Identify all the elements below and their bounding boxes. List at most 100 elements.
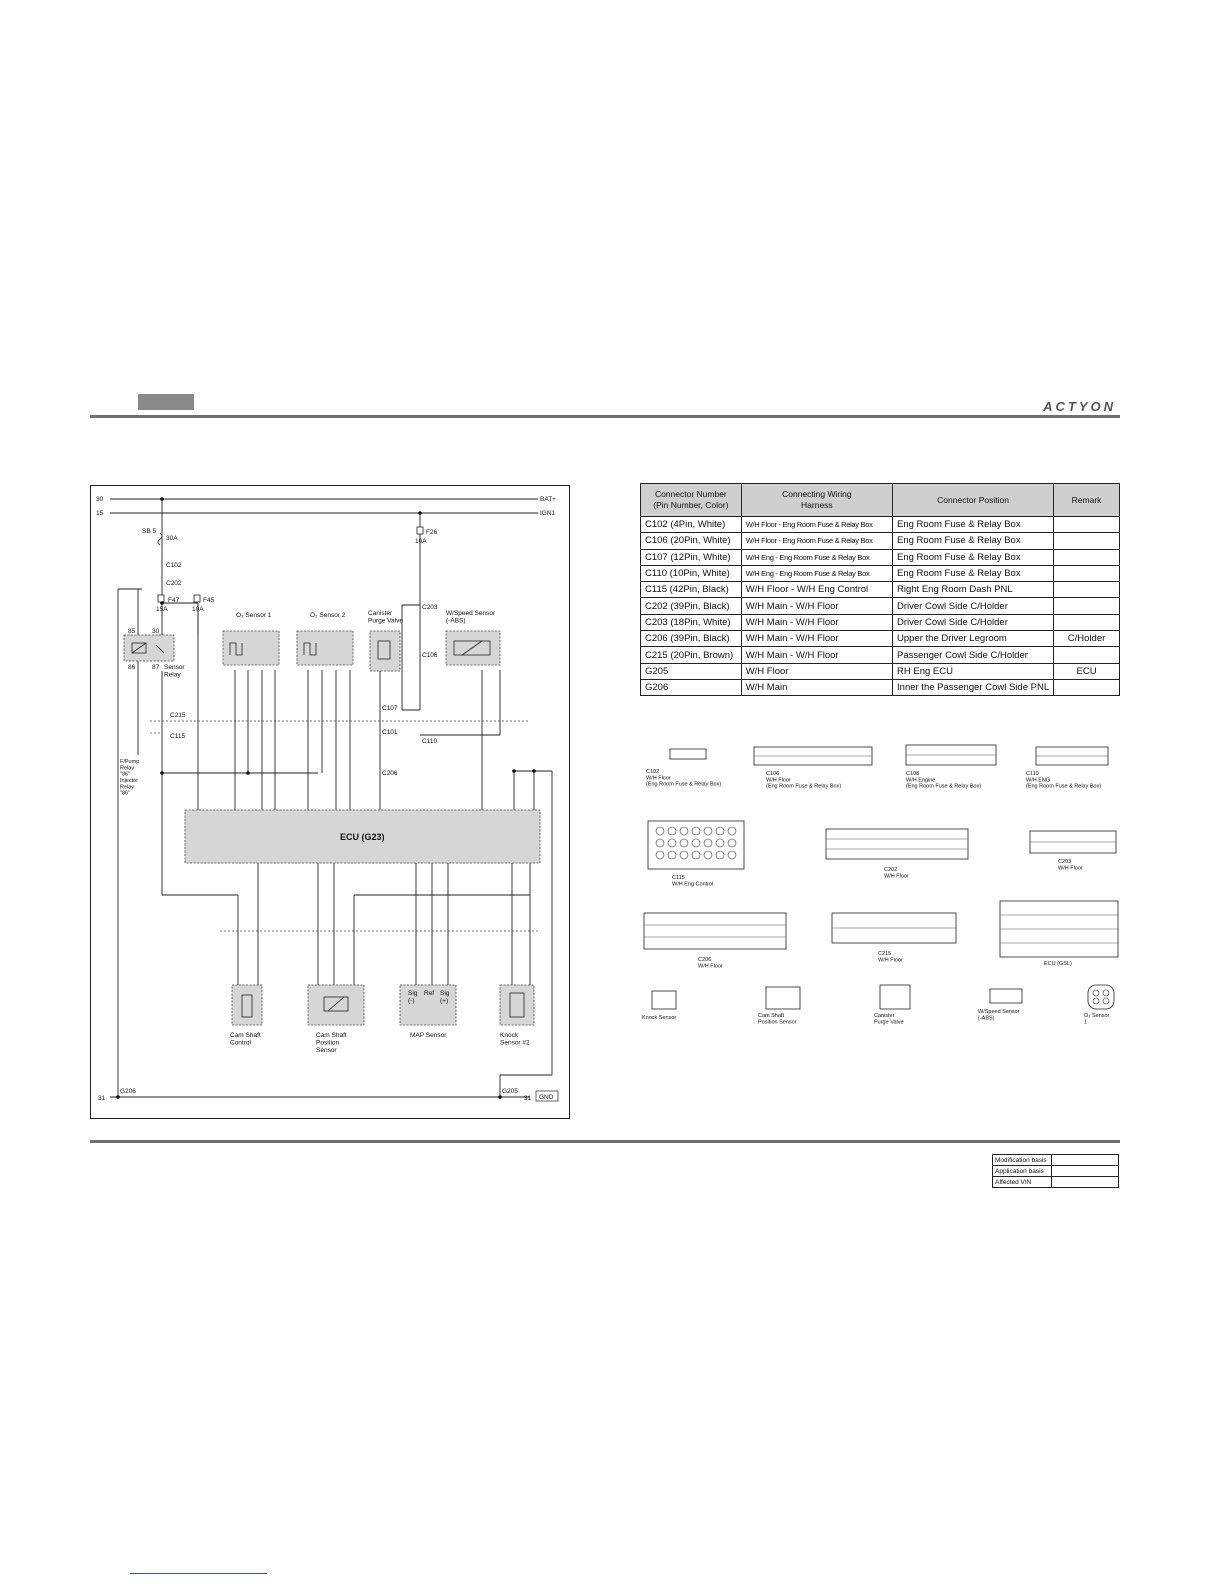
ground-g206: G206 <box>120 1088 136 1095</box>
pinout-ecu: ECU (GSL) <box>1044 961 1072 967</box>
rail-31a: 31 <box>98 1095 106 1102</box>
ground-g205: G205 <box>502 1088 518 1095</box>
connector-table: Connector Number(Pin Number, Color) Conn… <box>640 483 1120 697</box>
table-row: Modification basis <box>992 1154 1119 1166</box>
relay-pin-87: 87 <box>152 664 160 671</box>
footer-rule <box>90 1140 1120 1143</box>
table-cell <box>1053 564 1120 583</box>
table-cell: C110 (10Pin, White) <box>640 564 742 583</box>
table-cell: Eng Room Fuse & Relay Box <box>892 515 1055 534</box>
fuse-f45: F45 <box>203 597 215 604</box>
table-cell <box>1053 597 1120 615</box>
map-sensor-label: MAP Sensor <box>410 1032 447 1039</box>
conn-c107: C107 <box>382 705 398 712</box>
conn-c102: C102 <box>166 562 182 569</box>
fuse-f45-rating: 10A <box>192 606 204 613</box>
table-cell: W/H Floor <box>740 662 894 680</box>
ecu-label: ECU (G23) <box>340 832 385 842</box>
table-cell <box>1053 613 1120 632</box>
rail-gnd: GND <box>539 1094 554 1101</box>
table-cell: Affected VIN <box>992 1176 1052 1188</box>
rail-31b: 31 <box>524 1095 532 1102</box>
footer-link-underline[interactable] <box>130 1573 267 1574</box>
fuse-f47-rating: 15A <box>156 606 168 613</box>
conn-c115: C115 <box>170 733 185 740</box>
table-cell <box>1051 1165 1119 1177</box>
fuse-sb5-rating: 30A <box>166 535 178 542</box>
wspeed-label: W/Speed Sensor(-ABS) <box>446 610 496 624</box>
table-cell: Eng Room Fuse & Relay Box <box>892 548 1055 566</box>
table-cell <box>1051 1154 1119 1166</box>
table-row: C102 (4Pin, White)W/H Floor - Eng Room F… <box>640 515 1120 534</box>
table-cell: Upper the Driver Legroom <box>892 630 1055 648</box>
table-cell: ECU <box>1053 662 1120 680</box>
table-cell: C/Holder <box>1053 630 1120 648</box>
table-cell: W/H Main <box>740 678 894 697</box>
table-cell: C206 (39Pin, Black) <box>640 630 742 648</box>
conn-c215: C215 <box>170 712 186 719</box>
table-cell: Driver Cowl Side C/Holder <box>892 597 1055 615</box>
table-cell: C215 (20Pin, Brown) <box>640 646 742 664</box>
table-cell: W/H Main - W/H Floor <box>740 597 894 615</box>
map-pin-b: Ref <box>424 990 434 997</box>
modification-table: Modification basis Application basis Aff… <box>992 1154 1119 1188</box>
table-cell: Modification basis <box>992 1154 1052 1166</box>
table-row: C106 (20Pin, White)W/H Floor - Eng Room … <box>640 532 1120 550</box>
table-cell <box>1053 581 1120 599</box>
table-row: Application basis <box>992 1165 1119 1177</box>
table-cell: W/H Eng - Eng Room Fuse & Relay Box <box>740 564 894 583</box>
table-cell <box>1053 532 1120 550</box>
pinout-knock: Knock Sensor <box>642 1015 676 1021</box>
conn-c202: C202 <box>166 580 182 587</box>
header-tab <box>138 394 194 410</box>
table-cell: G205 <box>640 662 742 680</box>
conn-c110: C110 <box>422 738 437 745</box>
table-cell: W/H Main - W/H Floor <box>740 613 894 632</box>
table-cell: C107 (12Pin, White) <box>640 548 742 566</box>
table-cell: Eng Room Fuse & Relay Box <box>892 532 1055 550</box>
conn-c206: C206 <box>382 770 398 777</box>
table-row: C107 (12Pin, White)W/H Eng - Eng Room Fu… <box>640 548 1120 566</box>
relay-pin-86: 86 <box>128 664 136 671</box>
rail-ign: IGN1 <box>540 510 556 517</box>
table-cell: W/H Main - W/H Floor <box>740 646 894 664</box>
table-cell: C203 (18Pin, White) <box>640 613 742 632</box>
fuse-f26: F26 <box>426 529 438 536</box>
table-cell: Eng Room Fuse & Relay Box <box>892 564 1055 583</box>
table-cell: C115 (42Pin, Black) <box>640 581 742 599</box>
rail-30: 30 <box>96 496 104 503</box>
relay-pin-85: 85 <box>128 628 136 635</box>
table-cell: W/H Floor - Eng Room Fuse & Relay Box <box>740 515 894 534</box>
table-row: Affected VIN <box>992 1176 1119 1188</box>
table-cell <box>1053 678 1120 697</box>
table-cell: C102 (4Pin, White) <box>640 515 742 534</box>
table-cell: RH Eng ECU <box>892 662 1055 680</box>
column-header: Connector Position <box>892 483 1055 517</box>
table-cell: Right Eng Room Dash PNL <box>892 581 1055 599</box>
table-cell: W/H Main - W/H Floor <box>740 630 894 648</box>
table-cell <box>1053 515 1120 534</box>
table-cell: W/H Floor - Eng Room Fuse & Relay Box <box>740 532 894 550</box>
table-cell <box>1053 646 1120 664</box>
table-cell <box>1053 548 1120 566</box>
map-pin-a: Sig(-) <box>408 990 418 1004</box>
pinout-wspeed: W/Speed Sensor(-ABS) <box>978 1009 1020 1021</box>
table-cell: Inner the Passenger Cowl Side PNL <box>892 678 1055 697</box>
relay-pin-30: 30 <box>152 628 160 635</box>
